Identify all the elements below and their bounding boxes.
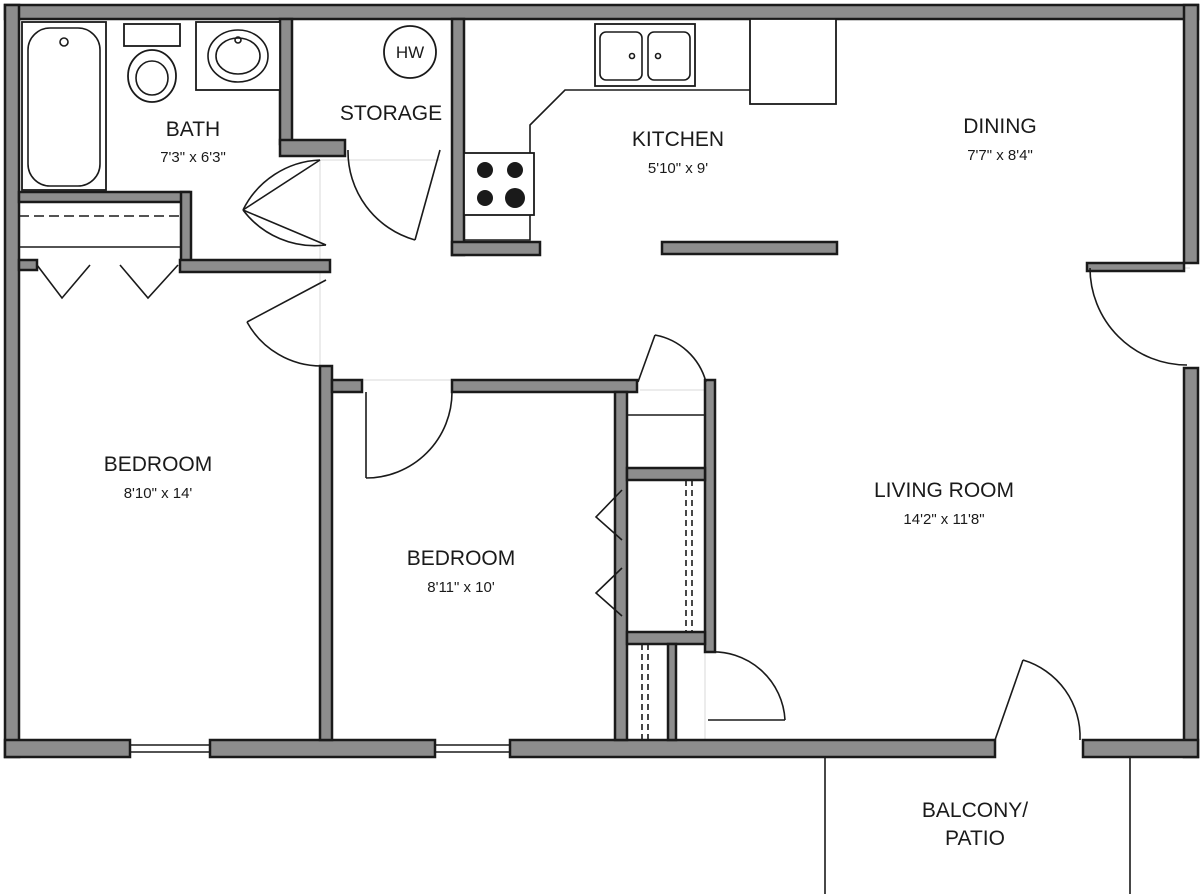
water-heater-label: HW <box>396 43 424 62</box>
interior-walls <box>17 17 1186 742</box>
bath-fixtures <box>21 21 281 191</box>
bath-sink <box>195 21 281 91</box>
bedroom1-dims: 8'10" x 14' <box>124 485 193 502</box>
living-room-dims: 14'2" x 11'8" <box>903 511 984 528</box>
balcony-name-line1: BALCONY/ <box>922 799 1028 822</box>
living-room-name: LIVING ROOM <box>874 479 1014 502</box>
toilet <box>123 23 181 47</box>
bathtub <box>21 21 107 191</box>
stove <box>463 152 535 216</box>
doors <box>36 149 1188 741</box>
dining-dims: 7'7" x 8'4" <box>967 147 1033 164</box>
bedroom2-name: BEDROOM <box>407 547 516 570</box>
bedroom1-name: BEDROOM <box>104 453 213 476</box>
kitchen-sink <box>594 23 696 87</box>
windows <box>130 744 510 753</box>
balcony-outline <box>824 757 1131 894</box>
refrigerator <box>749 18 837 105</box>
water-heater: HW <box>383 25 437 79</box>
balcony-name-line2: PATIO <box>945 827 1005 850</box>
bedroom2-dims: 8'11" x 10' <box>427 579 495 596</box>
bath-dims: 7'3" x 6'3" <box>160 149 226 166</box>
bath-name: BATH <box>166 118 220 141</box>
room-labels: BATH 7'3" x 6'3" STORAGE KITCHEN 5'10" x… <box>104 102 1037 850</box>
storage-name: STORAGE <box>340 102 442 125</box>
kitchen-fixtures <box>463 18 837 241</box>
dining-name: DINING <box>963 115 1037 138</box>
kitchen-dims: 5'10" x 9' <box>648 160 708 177</box>
kitchen-name: KITCHEN <box>632 128 724 151</box>
exterior-walls <box>3 3 1200 759</box>
